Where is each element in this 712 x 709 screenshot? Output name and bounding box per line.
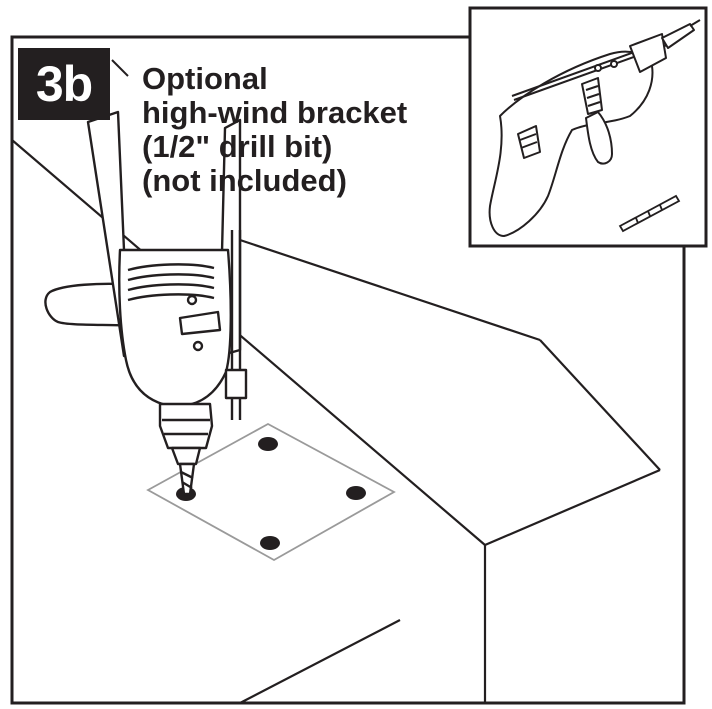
step-number-badge: 3b (18, 48, 110, 120)
template-hole (260, 536, 280, 550)
leader-line (111, 59, 129, 77)
template-hole (346, 486, 366, 500)
caption-line: Optional (142, 61, 268, 96)
drill-bit-icon (618, 194, 681, 233)
step-caption: Optional high-wind bracket (1/2" drill b… (142, 62, 462, 198)
template-hole (258, 437, 278, 451)
caption-line: high-wind bracket (142, 95, 408, 130)
concrete-slab (11, 139, 661, 705)
caption-line: (1/2" drill bit) (142, 129, 333, 164)
power-drill-icon (44, 110, 248, 496)
drilling-template (146, 422, 396, 562)
power-drill-icon (488, 19, 701, 237)
caption-line: (not included) (142, 163, 347, 198)
